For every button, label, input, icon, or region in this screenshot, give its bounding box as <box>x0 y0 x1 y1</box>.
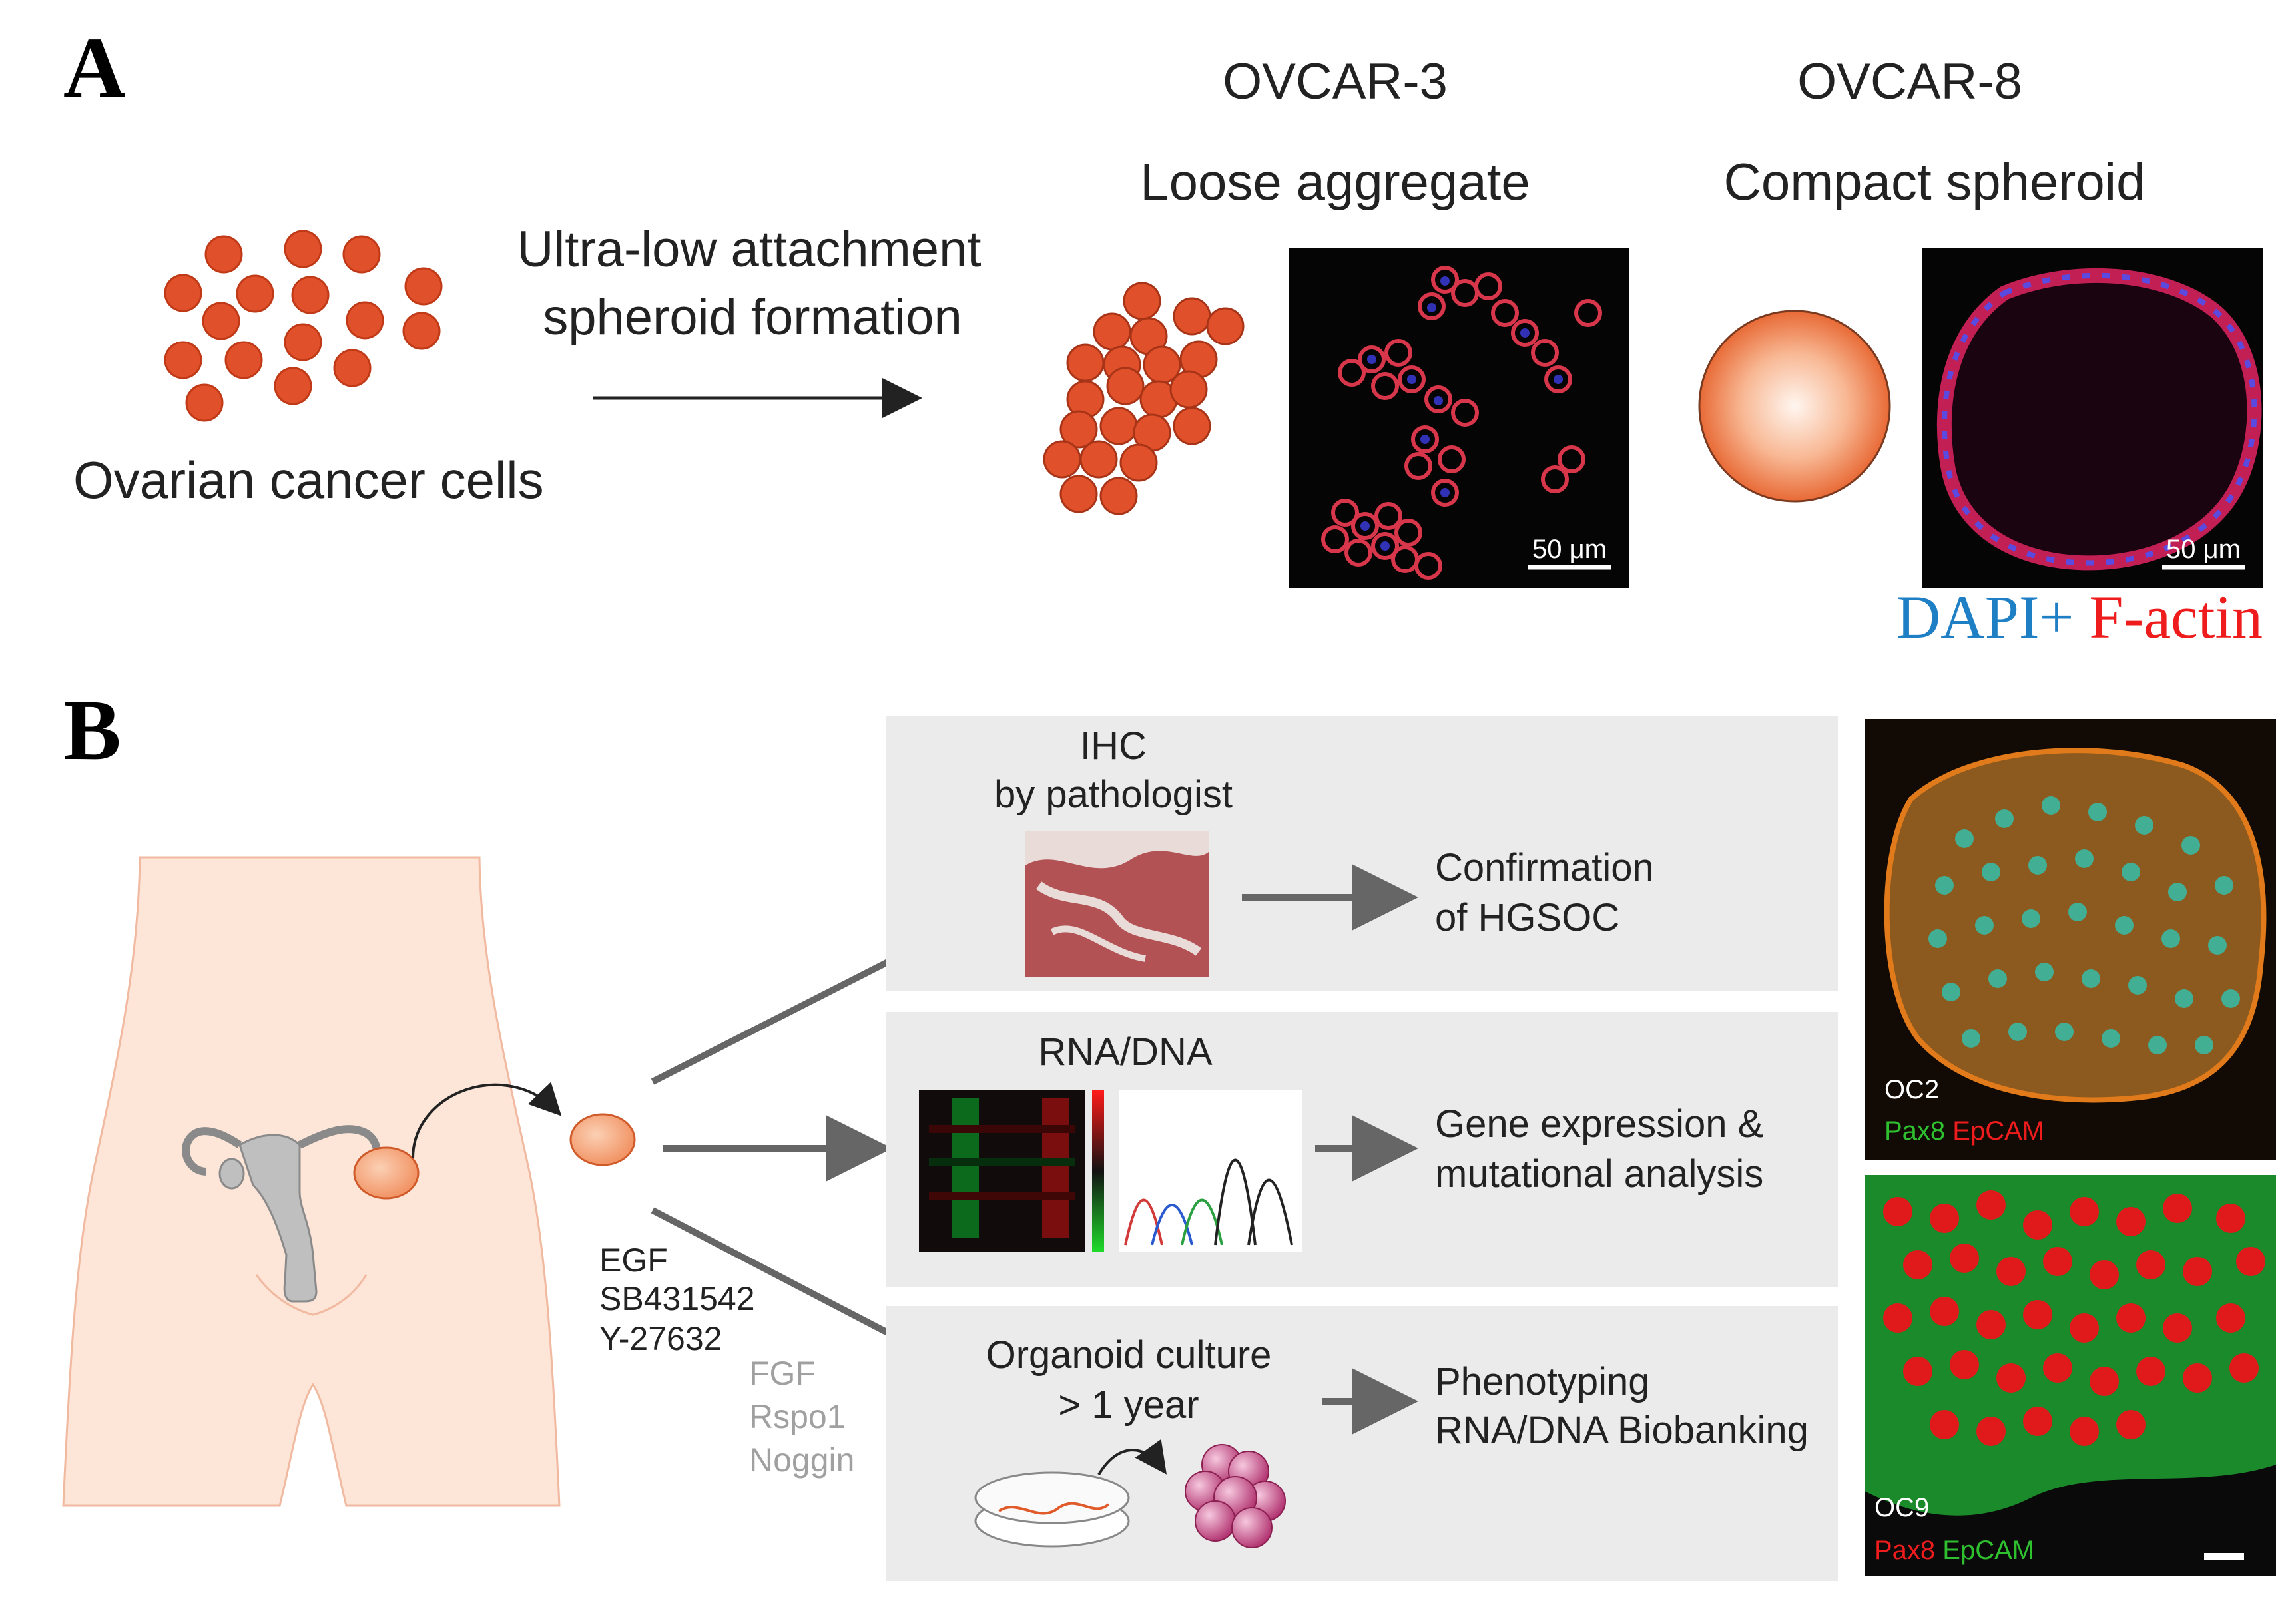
process-label-line1: Ultra-low attachment <box>517 221 982 278</box>
factor-noggin: Noggin <box>749 1441 854 1479</box>
organoid-title-line1: Organoid culture <box>986 1333 1272 1377</box>
factor-sb431542: SB431542 <box>599 1280 755 1317</box>
factors-grey: FGF Rspo1 Noggin <box>749 1355 854 1479</box>
ovcar3-scale-bar-label: 50 μm <box>1532 535 1607 564</box>
ovcar8-label: OVCAR-8 <box>1797 53 2022 110</box>
ovcar3-micrograph <box>1289 248 1629 588</box>
ovarian-cancer-cells-label: Ovarian cancer cells <box>73 451 544 509</box>
factor-rspo1: Rspo1 <box>749 1398 846 1435</box>
factor-y27632: Y-27632 <box>599 1320 722 1357</box>
stain-factin-label: F-actin <box>2089 583 2263 651</box>
panel-a-letter: A <box>63 20 126 116</box>
body-silhouette <box>62 856 561 1507</box>
ovcar8-scale-bar-label: 50 μm <box>2166 535 2241 564</box>
uterus-illustration <box>182 1125 382 1303</box>
ihc-result-line2: of HGSOC <box>1435 896 1619 939</box>
compact-spheroid-illustration <box>1698 310 1891 503</box>
oc2-micrograph <box>1865 719 2276 1160</box>
oc9-marker-epcam: EpCAM <box>1942 1536 2034 1565</box>
loose-aggregate-label: Loose aggregate <box>1140 152 1530 211</box>
organoid-result-line2: RNA/DNA Biobanking <box>1435 1409 1809 1452</box>
ihc-title-line2: by pathologist <box>994 773 1233 816</box>
panel-b-letter: B <box>63 682 121 778</box>
svg-text:Pax8 EpCAM: Pax8 EpCAM <box>1884 1116 2044 1146</box>
factor-egf: EGF <box>599 1242 668 1279</box>
ovcar3-label: OVCAR-3 <box>1223 53 1448 110</box>
expression-heatmap <box>919 1090 1104 1252</box>
ihc-result-line1: Confirmation <box>1435 846 1654 889</box>
loose-cells-illustration <box>164 230 443 422</box>
process-label-line2: spheroid formation <box>543 289 962 345</box>
stain-dapi-label: DAPI+ <box>1896 583 2074 651</box>
factor-fgf: FGF <box>749 1355 816 1392</box>
rna-result-line2: mutational analysis <box>1435 1152 1763 1196</box>
organoid-illustration <box>1185 1444 1286 1548</box>
organoid-result-line1: Phenotyping <box>1435 1360 1649 1403</box>
tumor-ovary <box>353 1146 420 1200</box>
ovcar8-micrograph <box>1922 248 2263 588</box>
sequencing-chromatogram <box>1119 1090 1302 1252</box>
rna-title: RNA/DNA <box>1038 1030 1212 1074</box>
compact-spheroid-label: Compact spheroid <box>1724 152 2146 211</box>
factors-black: EGF SB431542 Y-27632 <box>599 1242 755 1357</box>
oc2-sample-label: OC2 <box>1884 1075 1939 1104</box>
ihc-stain-image <box>1025 831 1209 977</box>
svg-text:Pax8 EpCAM: Pax8 EpCAM <box>1874 1536 2034 1565</box>
oc2-marker-epcam: EpCAM <box>1952 1116 2044 1146</box>
organoid-transfer-arrow <box>1097 1439 1167 1476</box>
organoid-title-line2: > 1 year <box>1058 1383 1199 1427</box>
petri-dish-illustration <box>974 1471 1130 1548</box>
oc9-marker-pax8: Pax8 <box>1874 1536 1935 1565</box>
ihc-title-line1: IHC <box>1080 724 1147 768</box>
oc9-sample-label: OC9 <box>1874 1493 1929 1522</box>
svg-text:DAPI+ F-actin: DAPI+ F-actin <box>1896 583 2263 651</box>
rna-result-line1: Gene expression & <box>1435 1102 1763 1146</box>
loose-aggregate-illustration <box>1043 282 1245 515</box>
oc9-micrograph <box>1865 1175 2276 1576</box>
extracted-cells <box>569 1113 636 1166</box>
extraction-arrow <box>412 1082 562 1159</box>
oc2-marker-pax8: Pax8 <box>1884 1116 1945 1146</box>
